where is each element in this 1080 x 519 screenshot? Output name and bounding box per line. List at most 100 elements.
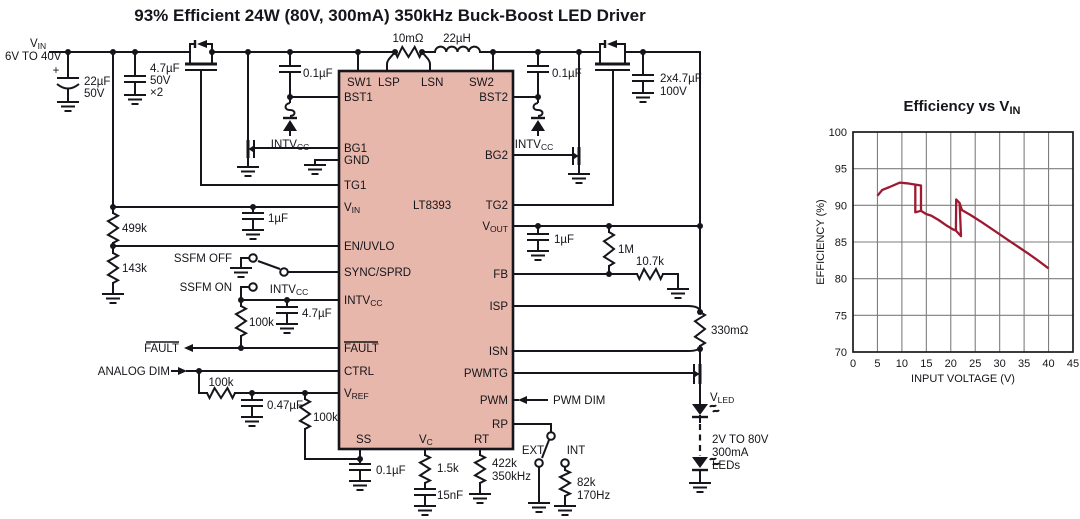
- x-tick-label: 30: [994, 358, 1006, 370]
- cap-01uf-bst1: [279, 65, 301, 73]
- resistor-100k-ctrl: [206, 385, 236, 401]
- pin-lsn: LSN: [421, 77, 443, 89]
- x-tick-label: 35: [1018, 358, 1030, 370]
- mosfet-m4-bg2: [572, 51, 581, 170]
- rp-switch: [534, 431, 570, 468]
- pin-ss: SS: [356, 434, 372, 446]
- channel-arrow-icon: [248, 146, 253, 152]
- resistor-10p7k: [636, 266, 664, 282]
- mosfet-m5-pwm-dimming: [693, 364, 702, 384]
- cap-01uf-bst1-value: 0.1µF: [303, 68, 333, 80]
- x-tick-label: 40: [1042, 358, 1054, 370]
- led-icon: [692, 404, 708, 415]
- diode-intvcc-bst2-label: INTVCC: [515, 139, 553, 152]
- mosfet-m1-buck: [185, 40, 217, 71]
- vin-source-label: VIN: [30, 38, 46, 51]
- pin-vref: VREF: [344, 388, 369, 401]
- fault-arrow-icon: [184, 344, 193, 352]
- leds-label: LEDs: [712, 460, 740, 472]
- pin-fault: FAULT: [344, 343, 379, 355]
- ext-terminal: [534, 458, 544, 468]
- resistor-100k-ctrl-value: 100k: [209, 377, 234, 389]
- cap-22uf-voltage: 50V: [84, 88, 105, 100]
- ext-label: EXT: [522, 445, 544, 457]
- pin-en-uvlo: EN/UVLO: [344, 241, 395, 253]
- x-tick-label: 0: [850, 358, 856, 370]
- y-tick-label: 80: [835, 274, 847, 286]
- resistor-143k: [106, 252, 121, 284]
- pin-vin: VIN: [344, 202, 360, 215]
- cap-01uf-bst2: [527, 65, 549, 73]
- pin-vc: VC: [419, 434, 433, 447]
- analog-dim-arrow-icon: [178, 367, 187, 375]
- resistor-10p7k-value: 10.7k: [636, 256, 664, 268]
- y-tick-label: 75: [835, 310, 847, 322]
- cap-01uf-ss-value: 0.1µF: [376, 465, 406, 477]
- switch-pole-terminal: [279, 267, 289, 277]
- mosfet-m3-boost: [595, 40, 630, 206]
- resistor-499k-value: 499k: [122, 223, 147, 235]
- resistor-1m-value: 1M: [618, 244, 634, 256]
- resistor-1p5k: [417, 454, 433, 484]
- cap-1uf-vout-value: 1µF: [554, 234, 574, 246]
- pin-rt: RT: [474, 434, 489, 446]
- resistor-82k-value: 82k: [577, 477, 596, 489]
- intvcc-net-label: INTVCC: [270, 284, 308, 297]
- ssfm-on-label: SSFM ON: [180, 282, 232, 294]
- cap-047uf-vref: [241, 399, 263, 407]
- pin-vout: VOUT: [482, 221, 508, 234]
- y-tick-label: 95: [835, 164, 847, 176]
- resistor-82k: [557, 469, 573, 497]
- chart-title: Efficiency vs VIN: [904, 98, 1021, 117]
- int-label: INT: [567, 445, 586, 457]
- cap-47uf-qty: ×2: [150, 87, 163, 99]
- ssfm-off-label: SSFM OFF: [174, 253, 232, 265]
- cap-15nf-vc: [414, 488, 436, 496]
- resistor-1p5k-value: 1.5k: [437, 463, 459, 475]
- resistor-1m: [602, 231, 616, 267]
- light-emission-icon: [709, 457, 720, 466]
- pin-sync-sprd: SYNC/SPRD: [344, 267, 411, 279]
- pin-pwmtg: PWMTG: [464, 368, 508, 380]
- led-2: [692, 457, 720, 472]
- analog-dim-label: ANALOG DIM: [98, 366, 170, 378]
- pin-lsp: LSP: [378, 77, 400, 89]
- y-axis-title: EFFICIENCY (%): [815, 199, 827, 284]
- x-tick-label: 15: [920, 358, 932, 370]
- x-axis-title: INPUT VOLTAGE (V): [911, 373, 1015, 385]
- pin-sw1: SW1: [347, 77, 372, 89]
- junction-dots: [65, 49, 703, 462]
- led-icon: [692, 457, 708, 468]
- pin-bg2: BG2: [485, 150, 508, 162]
- schematic-title: 93% Efficient 24W (80V, 300mA) 350kHz Bu…: [134, 6, 646, 25]
- channel-arrow-icon: [695, 371, 700, 377]
- resistor-143k-value: 143k: [122, 263, 147, 275]
- cap-47uf-intvcc-value: 4.7µF: [302, 308, 332, 320]
- cap-22uf-input: [56, 77, 80, 97]
- ssfm-switch: [248, 253, 289, 292]
- x-tick-label: 10: [896, 358, 908, 370]
- x-tick-label: 45: [1067, 358, 1079, 370]
- resistor-330mohm-value: 330mΩ: [711, 325, 749, 337]
- resistor-422k: [472, 454, 488, 484]
- y-tick-label: 70: [835, 347, 847, 359]
- rp-terminal: [546, 431, 556, 441]
- inductor-22uh: [434, 45, 481, 53]
- diode-icon: [283, 120, 297, 131]
- x-tick-label: 20: [945, 358, 957, 370]
- pin-tg1: TG1: [344, 180, 366, 192]
- resistor-499k: [106, 212, 121, 244]
- pin-fb: FB: [493, 269, 508, 281]
- resistor-100k-vref-value: 100k: [313, 412, 338, 424]
- led-1: [692, 404, 720, 419]
- cap-47uf-input2: [124, 75, 146, 83]
- cap-1uf-vout: [527, 233, 549, 241]
- pin-gnd: GND: [344, 155, 370, 167]
- pin-tg2: TG2: [486, 200, 508, 212]
- resistor-100k-intvcc: [234, 305, 249, 337]
- cap-47uf-value: 4.7µF: [150, 63, 180, 75]
- led-current-label: 300mA: [712, 447, 749, 459]
